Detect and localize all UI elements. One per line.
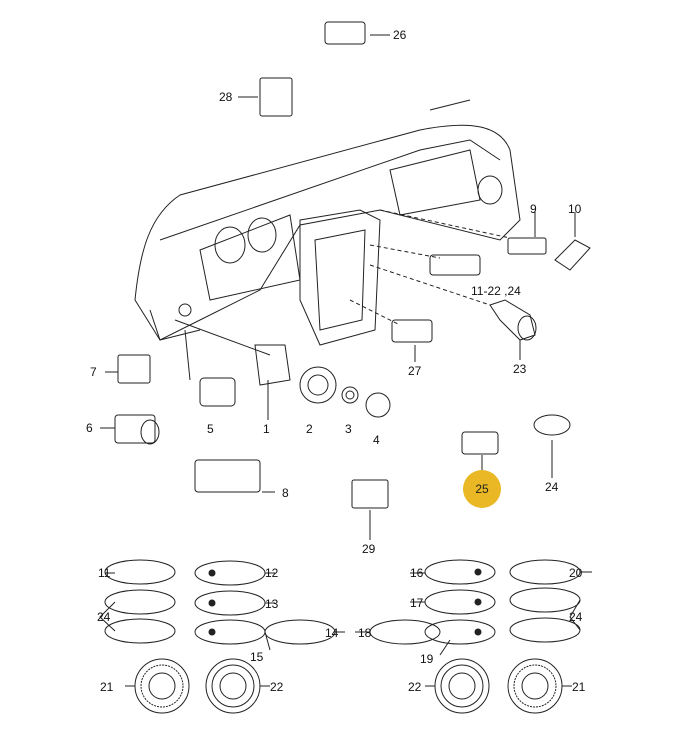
button-label-18[interactable]: 18 <box>358 626 372 640</box>
button-label-22-right[interactable]: 22 <box>408 680 422 694</box>
part-label-29[interactable]: 29 <box>362 542 376 556</box>
part-label-7[interactable]: 7 <box>90 365 97 379</box>
part-label-5[interactable]: 5 <box>207 422 214 436</box>
button-label-13[interactable]: 13 <box>265 597 279 611</box>
part-label-2[interactable]: 2 <box>306 422 313 436</box>
button-label-14[interactable]: 14 <box>325 626 339 640</box>
dashboard-illustration <box>134 99 521 346</box>
part-label-23[interactable]: 23 <box>513 362 527 376</box>
part-label-3[interactable]: 3 <box>345 422 352 436</box>
button-label-19[interactable]: 19 <box>420 652 434 666</box>
part-shapes <box>114 21 591 509</box>
part-label-27[interactable]: 27 <box>408 364 422 378</box>
switch-buttons <box>99 559 592 714</box>
button-label-22-left[interactable]: 22 <box>270 680 284 694</box>
part-label-9[interactable]: 9 <box>530 202 537 216</box>
button-label-21-right[interactable]: 21 <box>572 680 586 694</box>
button-label-21-left[interactable]: 21 <box>100 680 114 694</box>
button-label-24-right[interactable]: 24 <box>569 610 583 624</box>
button-label-20[interactable]: 20 <box>569 566 583 580</box>
part-label-25: 25 <box>475 482 489 496</box>
part-label-8[interactable]: 8 <box>282 486 289 500</box>
part-label-10[interactable]: 10 <box>568 202 582 216</box>
button-label-15[interactable]: 15 <box>250 650 264 664</box>
part-label-28[interactable]: 28 <box>219 90 233 104</box>
button-label-11[interactable]: 11 <box>98 566 111 580</box>
part-label-26[interactable]: 26 <box>393 28 407 42</box>
part-label-6[interactable]: 6 <box>86 421 93 435</box>
button-label-24-left[interactable]: 24 <box>97 610 111 624</box>
part-label-4[interactable]: 4 <box>373 433 380 447</box>
highlighted-part-25[interactable]: 25 <box>463 470 501 508</box>
part-label-24[interactable]: 24 <box>545 480 559 494</box>
button-label-16[interactable]: 16 <box>410 566 424 580</box>
part-label-1[interactable]: 1 <box>263 422 270 436</box>
button-label-12[interactable]: 12 <box>265 566 279 580</box>
button-label-17[interactable]: 17 <box>410 596 424 610</box>
part-label-11-22-24[interactable]: 11-22 ,24 <box>471 284 521 298</box>
